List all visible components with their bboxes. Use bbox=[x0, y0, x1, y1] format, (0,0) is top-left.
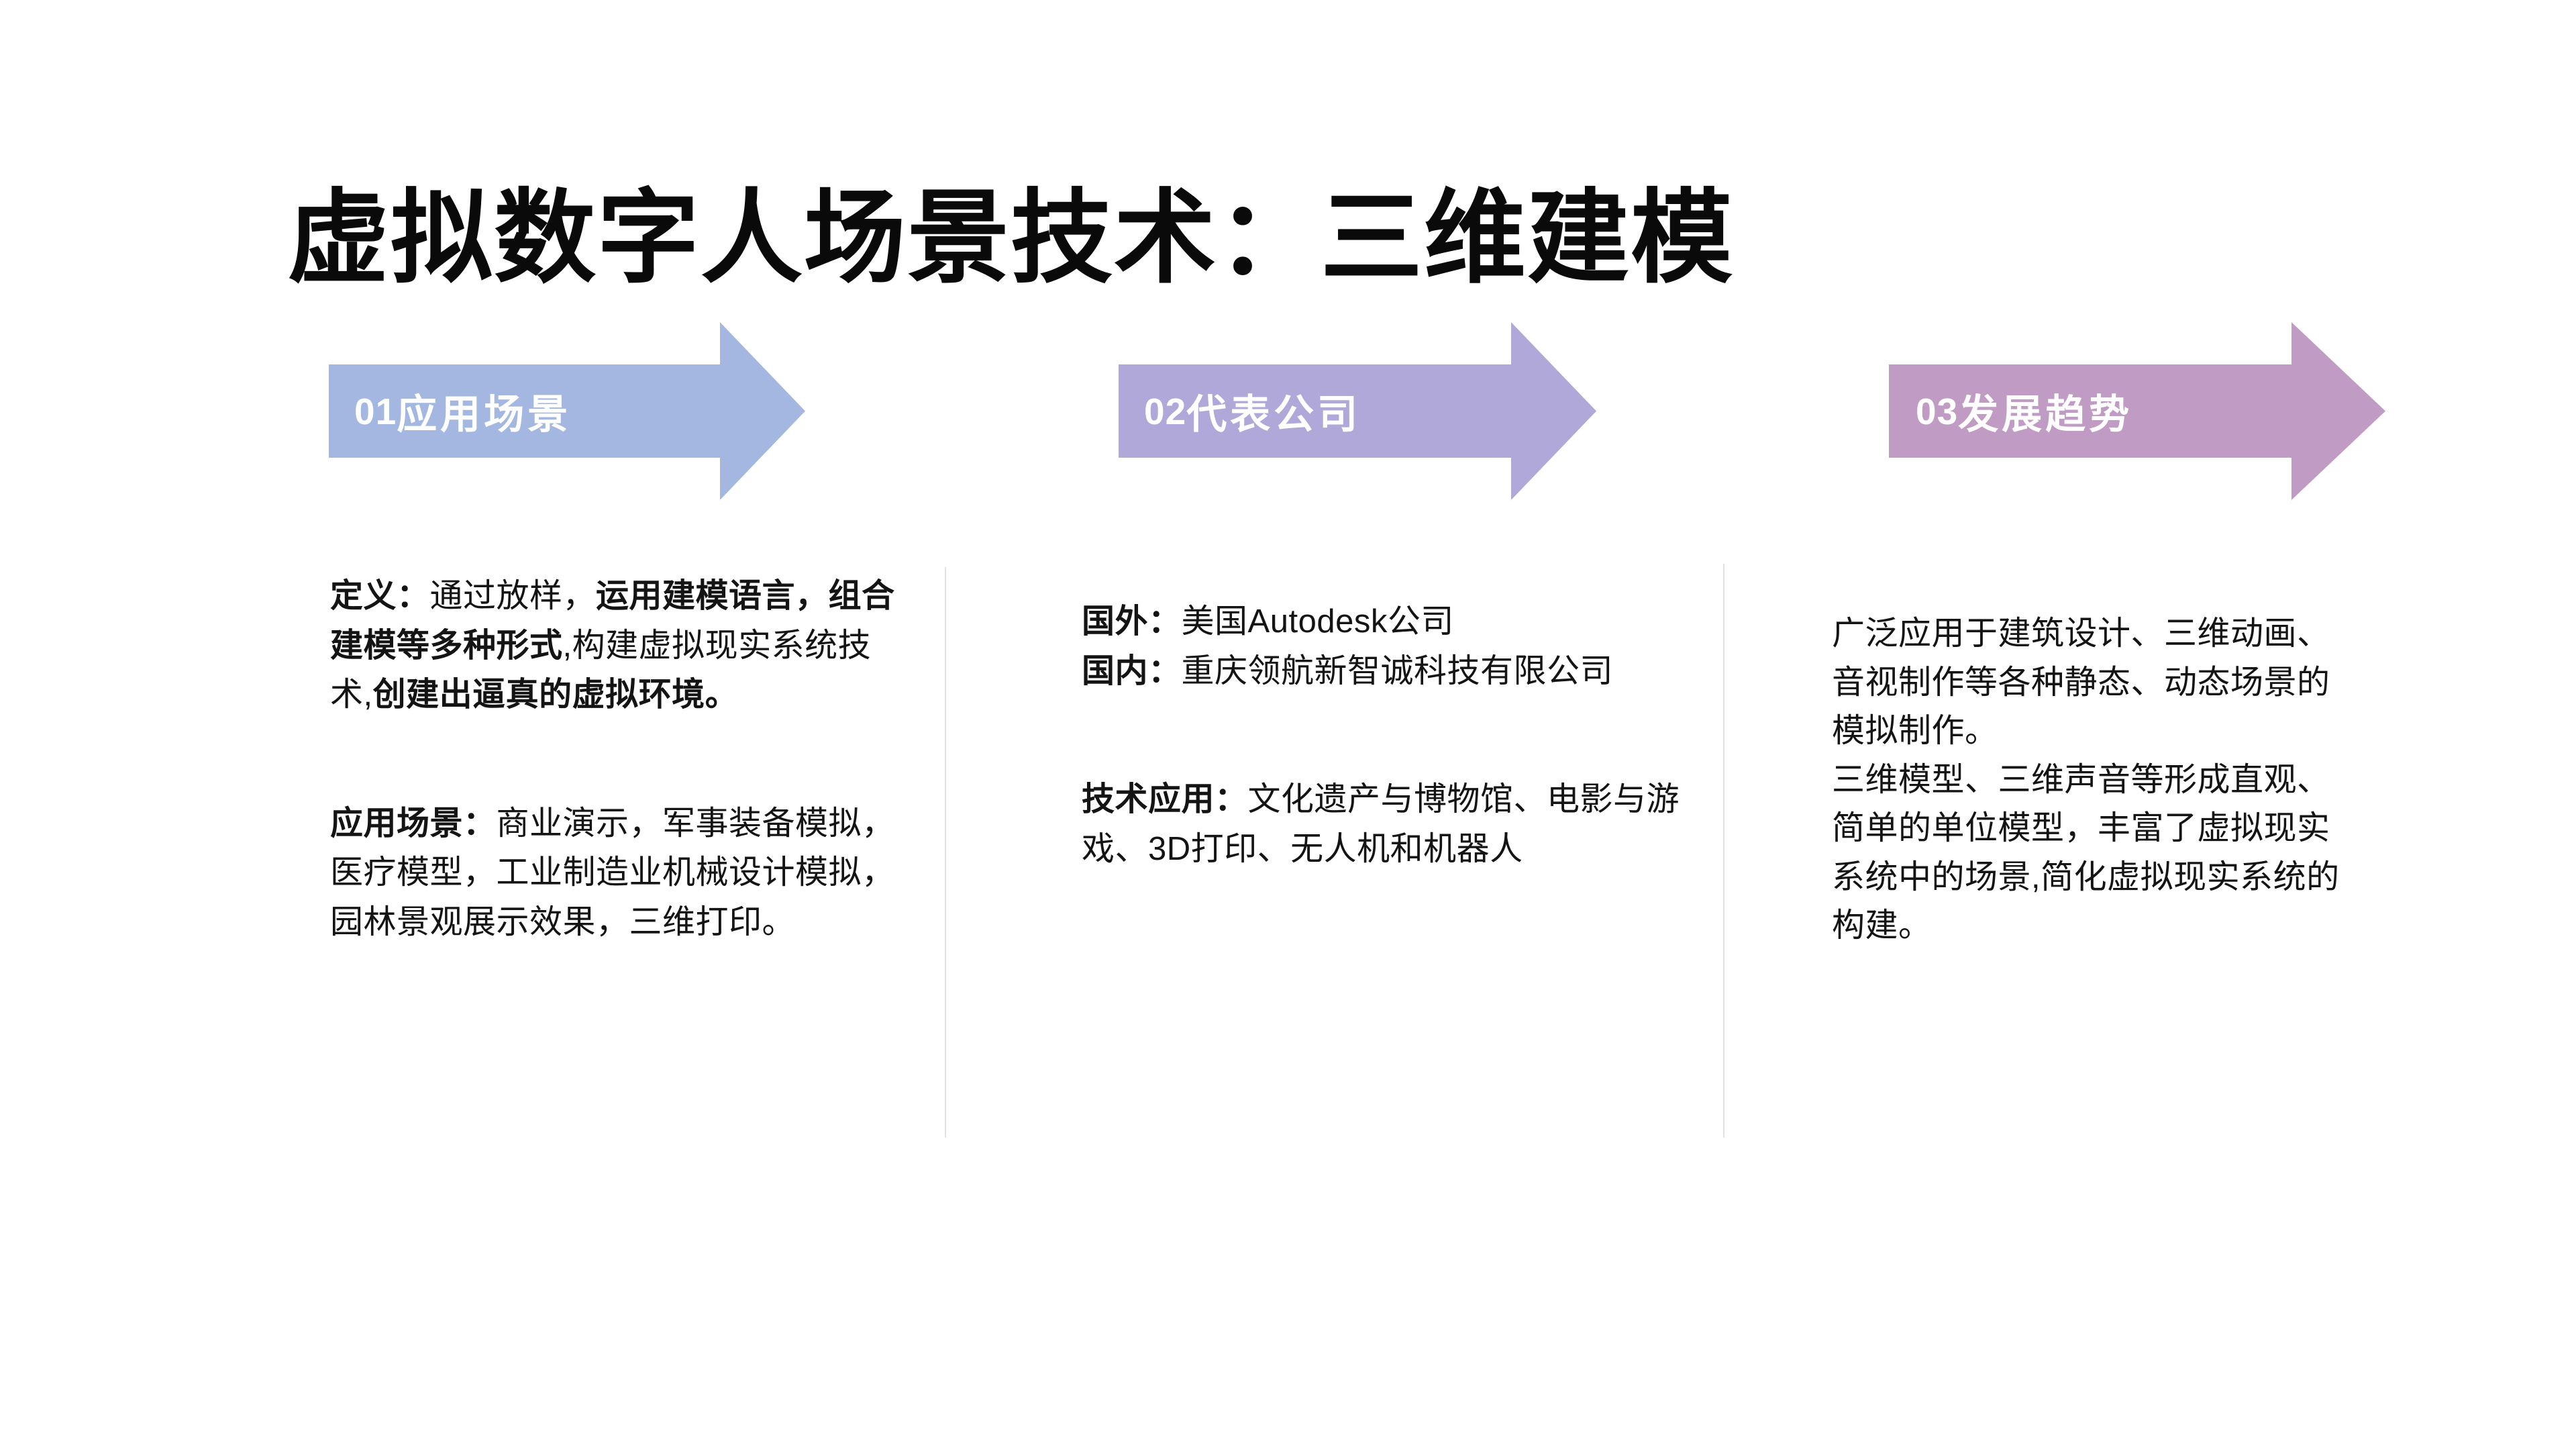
definition-text-1: 通过放样， bbox=[429, 578, 597, 614]
domestic-company-lead: 国内： bbox=[1082, 652, 1182, 689]
page-title: 虚拟数字人场景技术：三维建模 bbox=[287, 181, 1734, 295]
trend-paragraph-2: 三维模型、三维声音等形成直观、简单的单位模型，丰富了虚拟现实系统中的场景,简化虚… bbox=[1832, 761, 2340, 944]
definition-bold-1: 运用建模语言，组合建模等多种形式 bbox=[330, 578, 895, 664]
column-divider-right bbox=[1723, 564, 1724, 1138]
paragraph-spacer bbox=[330, 720, 897, 799]
arrow-banner-application-scenarios[interactable] bbox=[329, 322, 805, 500]
foreign-company-text: 美国Autodesk公司 bbox=[1181, 603, 1454, 640]
tech-application-text: 文化遗产与博物馆、电影与游戏、3D打印、无人机和机器人 bbox=[1082, 781, 1680, 867]
domestic-company-line: 国内：重庆领航新智诚科技有限公司 bbox=[1082, 647, 1686, 697]
foreign-company-line: 国外：美国Autodesk公司 bbox=[1082, 597, 1686, 647]
tech-application-lead: 技术应用： bbox=[1082, 781, 1248, 817]
content-column-application-scenarios: 定义：通过放样，运用建模语言，组合建模等多种形式,构建虚拟现实系统技术,创建出逼… bbox=[330, 572, 897, 947]
arrow-banner-development-trends[interactable] bbox=[1889, 322, 2385, 500]
content-column-development-trends: 广泛应用于建筑设计、三维动画、音视制作等各种静态、动态场景的模拟制作。 三维模型… bbox=[1832, 609, 2362, 950]
tech-application-paragraph: 技术应用：文化遗产与博物馆、电影与游戏、3D打印、无人机和机器人 bbox=[1082, 775, 1686, 874]
content-column-representative-companies: 国外：美国Autodesk公司 国内：重庆领航新智诚科技有限公司 技术应用：文化… bbox=[1082, 597, 1686, 874]
definition-paragraph: 定义：通过放样，运用建模语言，组合建模等多种形式,构建虚拟现实系统技术,创建出逼… bbox=[330, 572, 897, 720]
definition-text-2: ,构建虚拟现实系统技术, bbox=[330, 627, 872, 713]
right-arrow-icon bbox=[1119, 322, 1596, 500]
domestic-company-text: 重庆领航新智诚科技有限公司 bbox=[1181, 652, 1614, 689]
right-arrow-icon bbox=[329, 322, 805, 500]
definition-bold-2: 创建出逼真的虚拟环境。 bbox=[372, 677, 739, 713]
scenarios-text: 商业演示，军事装备模拟，医疗模型，工业制造业机械设计模拟，园林景观展示效果，三维… bbox=[330, 805, 895, 940]
scenarios-lead: 应用场景： bbox=[330, 805, 497, 842]
trend-paragraph-1: 广泛应用于建筑设计、三维动画、音视制作等各种静态、动态场景的模拟制作。 bbox=[1832, 615, 2330, 750]
paragraph-spacer bbox=[1082, 696, 1686, 775]
column-divider-left bbox=[945, 567, 946, 1138]
right-arrow-icon bbox=[1889, 322, 2385, 500]
arrow-banner-representative-companies[interactable] bbox=[1119, 322, 1596, 500]
foreign-company-lead: 国外： bbox=[1082, 603, 1182, 640]
definition-lead: 定义： bbox=[330, 578, 430, 614]
scenarios-paragraph: 应用场景：商业演示，军事装备模拟，医疗模型，工业制造业机械设计模拟，园林景观展示… bbox=[330, 799, 897, 948]
